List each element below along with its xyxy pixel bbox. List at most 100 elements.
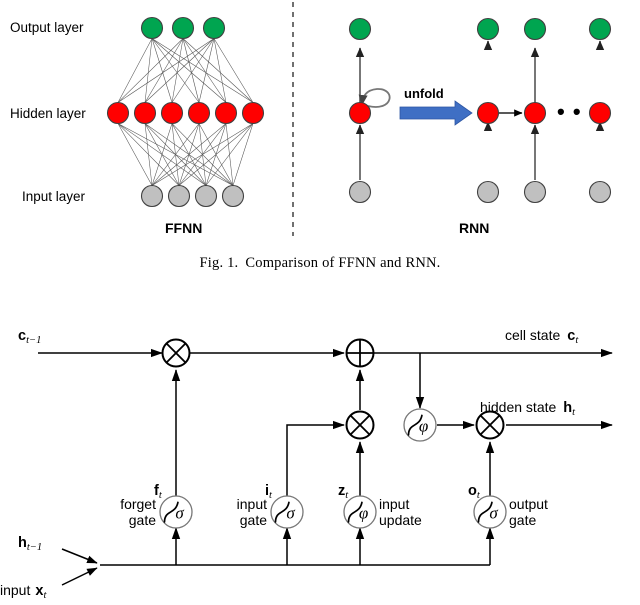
ffnn-hidden-node	[214, 101, 238, 125]
line-input-gate-to-multiply	[286, 420, 345, 496]
ffnn-edge-input-hidden	[117, 123, 234, 186]
sigmoid-curve-icon	[163, 501, 179, 523]
ffnn-edge-input-hidden	[117, 123, 180, 186]
gate-var-symbol: z	[338, 483, 345, 499]
gate-var-output: ot	[468, 483, 481, 501]
ffnn-edge-hidden-output	[213, 38, 254, 103]
activation-letter: φ	[359, 503, 368, 522]
ffnn-edge-hidden-output	[198, 38, 215, 103]
unfold-arrow-group: unfold	[399, 86, 473, 126]
gate-circle-forget	[159, 495, 193, 529]
ffnn-edge-hidden-output	[182, 38, 227, 103]
gate-name-input-update: input	[379, 496, 409, 512]
gate-var-forget: ft	[154, 483, 163, 501]
gate-circle-input-update	[343, 495, 377, 529]
ffnn-edge-hidden-output	[151, 38, 227, 103]
label-hidden-state-prev: ht−1	[18, 535, 42, 553]
ffnn-edge-hidden-output	[151, 38, 173, 103]
ffnn-edge-input-hidden	[198, 123, 234, 186]
label-input-layer: Input layer	[22, 189, 86, 204]
activation-letter: φ	[419, 416, 428, 435]
line-xt-to-bus	[61, 567, 98, 586]
gate-var-subscript: t	[477, 490, 481, 501]
ffnn-edge-hidden-output	[144, 38, 215, 103]
ffnn-edge-input-hidden	[232, 123, 254, 186]
multiply-glyph	[479, 414, 501, 436]
ffnn-edge-input-hidden	[225, 123, 234, 186]
rnn-unfolded-output-node	[588, 17, 612, 41]
rnn-folded-input-node	[348, 180, 372, 204]
gate-circle-output	[473, 495, 507, 529]
ffnn-input-node	[194, 184, 218, 208]
figure-1-caption: Fig. 1. Comparison of FFNN and RNN.	[0, 255, 640, 272]
gate-name-forget: gate	[129, 512, 156, 528]
rnn-panel-name: RNN	[459, 220, 489, 236]
ffnn-edge-hidden-output	[171, 38, 215, 103]
ffnn-panel-name: FFNN	[165, 220, 202, 236]
cell-activation-circle	[403, 408, 437, 442]
rnn-unfolded-hidden-node	[476, 101, 500, 125]
ffnn-hidden-node	[241, 101, 265, 125]
rnn-unfolded-nodes	[476, 17, 612, 204]
ffnn-hidden-node	[106, 101, 130, 125]
gate-var-symbol: i	[265, 483, 269, 499]
ffnn-output-node	[202, 16, 226, 40]
sigmoid-curve-icon	[274, 501, 290, 523]
ffnn-edge-hidden-output	[213, 38, 227, 103]
rnn-unfolded-hidden-node	[588, 101, 612, 125]
ffnn-edges-input-to-hidden	[117, 123, 254, 186]
gate-name-forget: forget	[120, 496, 156, 512]
lstm-operator-nodes	[161, 338, 505, 440]
gate-circle-input	[270, 495, 304, 529]
ffnn-edge-hidden-output	[144, 38, 184, 103]
gate-var-subscript: t	[159, 490, 163, 501]
ffnn-output-node	[140, 16, 164, 40]
ffnn-edge-hidden-output	[144, 38, 153, 103]
activation-letter: σ	[489, 503, 498, 522]
ffnn-input-nodes	[140, 184, 245, 208]
ffnn-edge-hidden-output	[151, 38, 254, 103]
rnn-unfolded-input-node	[588, 180, 612, 204]
ffnn-edge-hidden-output	[151, 38, 200, 103]
ffnn-edges-hidden-to-output	[117, 38, 254, 103]
ffnn-edge-input-hidden	[117, 123, 153, 186]
rnn-folded-hidden-node	[348, 101, 372, 125]
ffnn-hidden-node	[160, 101, 184, 125]
label-cell-state-prev: ct−1	[18, 328, 41, 346]
multiply-glyph	[165, 342, 187, 364]
caption-number: Fig. 1.	[199, 255, 239, 271]
gate-var-symbol: o	[468, 483, 477, 499]
sigmoid-curve-icon	[477, 501, 493, 523]
gate-var-subscript: t	[345, 490, 349, 501]
gate-name-output: output	[509, 496, 548, 512]
ffnn-edge-hidden-output	[117, 38, 215, 103]
ffnn-edge-input-hidden	[171, 123, 234, 186]
sigmoid-curve-icon	[347, 501, 363, 523]
ffnn-edge-input-hidden	[117, 123, 207, 186]
ffnn-input-node	[221, 184, 245, 208]
ffnn-input-node	[140, 184, 164, 208]
lstm-gate-text-labels: ftforgetgateitinputgateztinputupdateotou…	[120, 483, 548, 528]
unfold-arrow-icon	[399, 100, 473, 126]
gate-name-output: gate	[509, 512, 536, 528]
gate-name-input: gate	[240, 512, 267, 528]
ffnn-edge-input-hidden	[144, 123, 234, 186]
line-hprev-to-bus	[61, 548, 98, 564]
rnn-folded-group	[355, 47, 391, 180]
gate-name-input: input	[237, 496, 267, 512]
ffnn-edge-hidden-output	[171, 38, 184, 103]
gate-var-subscript: t	[269, 490, 273, 501]
unfold-label: unfold	[404, 86, 444, 101]
ffnn-input-node	[167, 184, 191, 208]
sigmoid-curve-icon	[407, 414, 423, 436]
ffnn-edge-hidden-output	[117, 38, 153, 103]
gate-var-symbol: f	[154, 483, 159, 499]
caption-text: Comparison of FFNN and RNN.	[245, 255, 441, 271]
label-hidden-layer: Hidden layer	[10, 106, 86, 121]
gate-var-input-update: zt	[338, 483, 349, 501]
label-output-layer: Output layer	[10, 20, 84, 35]
rnn-folded-nodes	[348, 17, 372, 204]
